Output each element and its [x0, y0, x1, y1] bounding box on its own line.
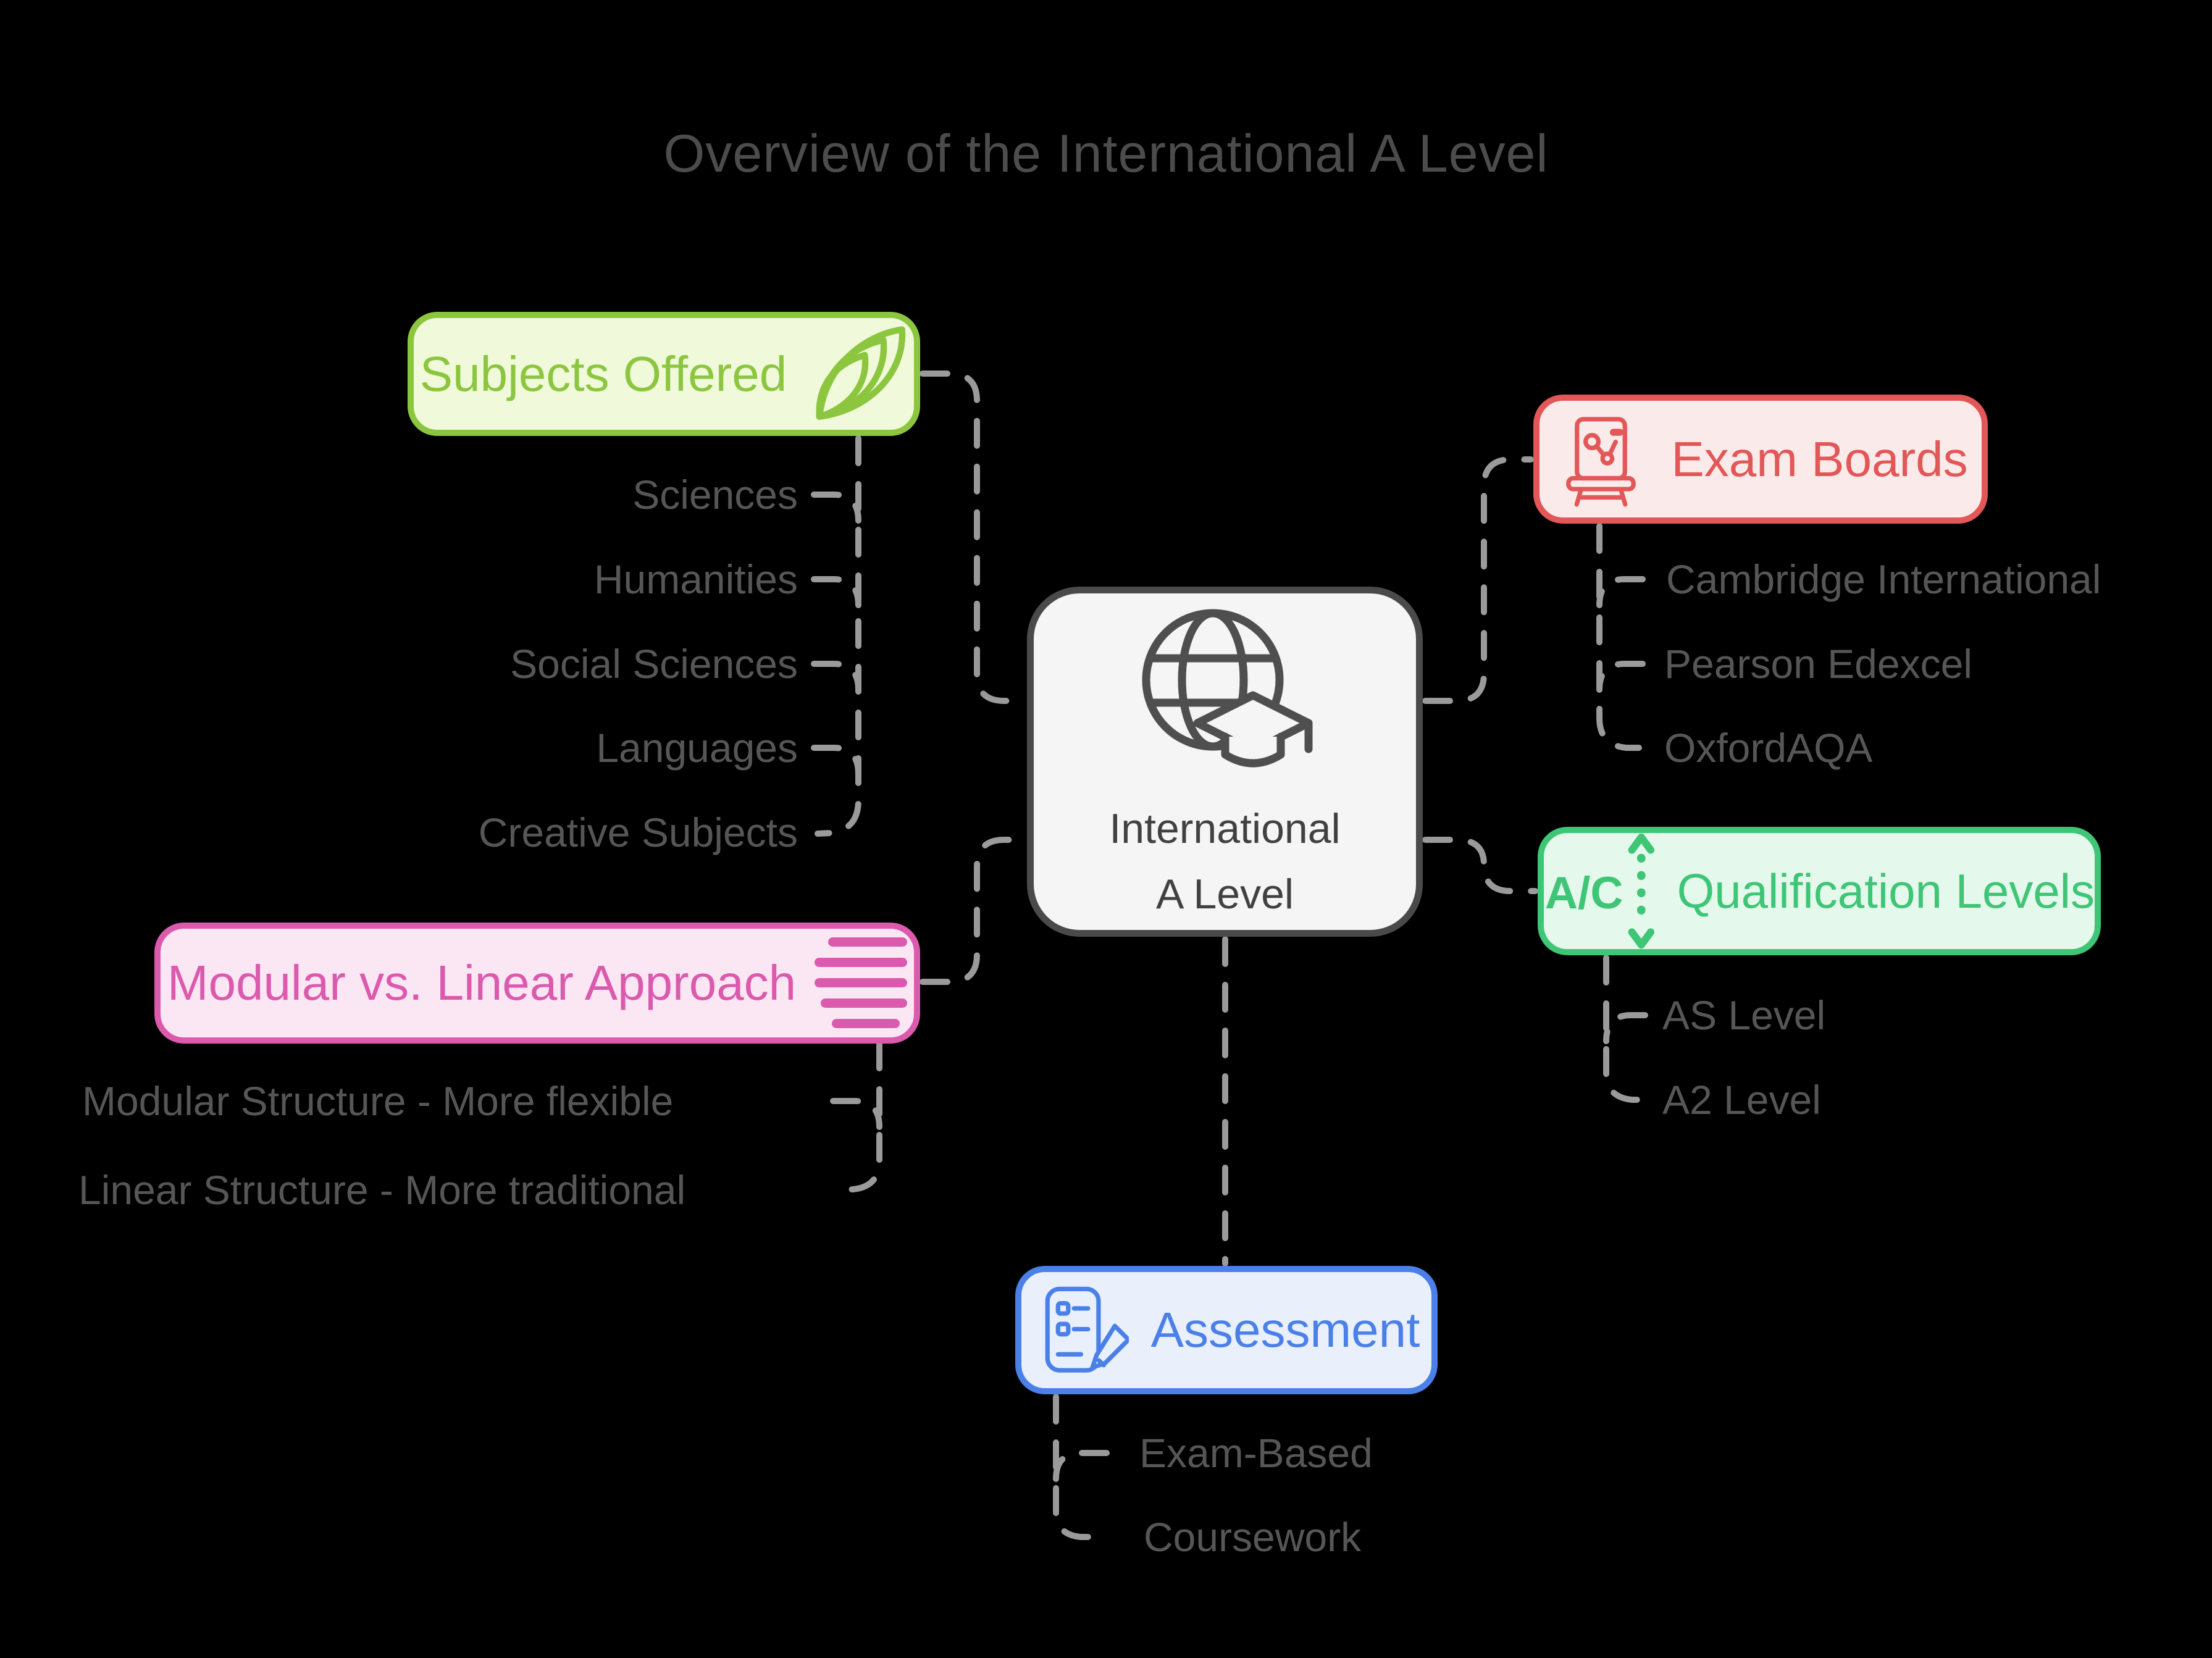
connector-modular-to-center: [920, 837, 1028, 985]
center-label-line1: International: [1109, 805, 1341, 853]
connector-modular-trunk: [840, 1040, 882, 1193]
child-as-level: AS Level: [1662, 992, 1826, 1038]
center-node-label: International A Level: [1109, 797, 1340, 927]
svg-text:A/C: A/C: [1545, 867, 1623, 918]
connector-subjects-to-center: [920, 371, 1028, 704]
center-label-line2: A Level: [1155, 870, 1294, 918]
connector-stub-sciences: [811, 492, 861, 524]
level-scale-arrow-icon: A/C: [1545, 833, 1655, 949]
connector-stub-pearson: [1596, 661, 1646, 693]
child-modular-structure: Modular Structure - More flexible: [82, 1078, 674, 1124]
child-exam-based: Exam-Based: [1139, 1430, 1373, 1476]
branch-assessment: Assessment: [1015, 1266, 1438, 1394]
connector-subjects-trunk: [815, 435, 861, 837]
child-coursework: Coursework: [1144, 1514, 1362, 1560]
child-oxfordaqa: OxfordAQA: [1664, 725, 1873, 771]
child-social-sciences: Social Sciences: [510, 641, 798, 687]
connector-stub-cambridge: [1596, 576, 1646, 608]
child-cambridge-international: Cambridge International: [1666, 556, 2101, 602]
connector-examboards-trunk: [1596, 523, 1642, 751]
branch-exam-boards-label: Exam Boards: [1671, 431, 1968, 487]
connector-qualification-trunk: [1603, 955, 1646, 1103]
child-pearson-edexcel: Pearson Edexcel: [1664, 641, 1972, 687]
center-node-international-a-level: International A Level: [1027, 587, 1423, 937]
connector-stub-humanities: [811, 576, 861, 608]
branch-qualification-levels: A/C Qualification Levels: [1538, 827, 2101, 955]
checklist-pencil-icon: [1045, 1286, 1129, 1373]
branch-modular-vs-linear-label: Modular vs. Linear Approach: [167, 955, 797, 1010]
child-linear-structure: Linear Structure - More traditional: [78, 1167, 686, 1213]
exam-desk-icon: [1566, 417, 1636, 507]
branch-modular-vs-linear: Modular vs. Linear Approach: [154, 923, 920, 1044]
branch-qualification-levels-label: Qualification Levels: [1677, 863, 2095, 918]
connector-stub-exam-based: [1053, 1450, 1110, 1482]
child-sciences: Sciences: [632, 472, 798, 517]
child-humanities: Humanities: [593, 556, 798, 602]
fanned-pages-icon: [816, 325, 906, 420]
connector-center-to-qualification: [1422, 837, 1538, 894]
branch-subjects-offered: Subjects Offered: [408, 312, 920, 436]
branch-exam-boards: Exam Boards: [1533, 395, 1988, 524]
connector-stub-as-level: [1603, 1012, 1648, 1044]
branch-subjects-offered-label: Subjects Offered: [419, 346, 787, 401]
diagram-title: Overview of the International A Level: [663, 124, 1549, 183]
connector-center-to-examboards: [1422, 456, 1534, 704]
child-a2-level: A2 Level: [1662, 1077, 1821, 1123]
connector-assessment-trunk: [1053, 1394, 1094, 1540]
branch-assessment-label: Assessment: [1150, 1302, 1420, 1357]
child-creative-subjects: Creative Subjects: [478, 810, 798, 855]
child-languages: Languages: [596, 725, 798, 771]
text-lines-icon: [815, 937, 908, 1028]
connector-stub-social-sciences: [811, 661, 861, 693]
globe-graduation-cap-icon: [1142, 609, 1312, 768]
connector-stub-modular-structure: [830, 1098, 882, 1130]
connector-stub-languages: [811, 745, 861, 777]
